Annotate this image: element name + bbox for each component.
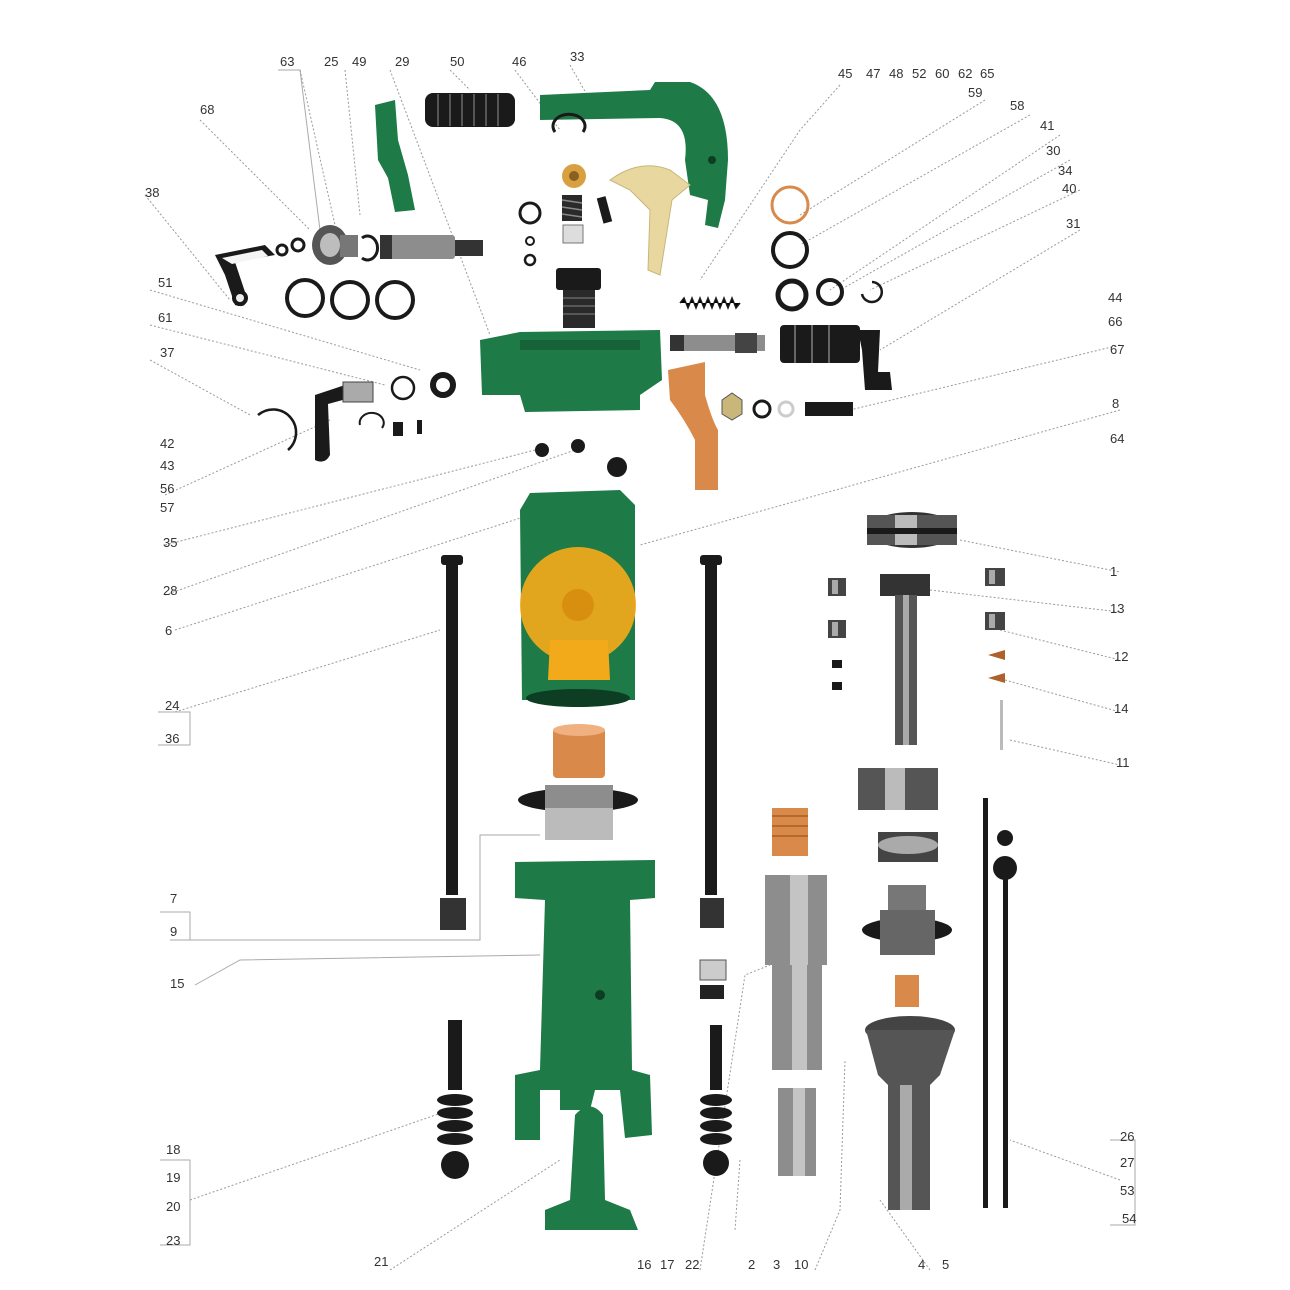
right-upper-parts bbox=[668, 185, 892, 490]
front-body bbox=[515, 860, 655, 1230]
left-mid-parts bbox=[257, 372, 627, 477]
front-center-parts bbox=[518, 724, 638, 840]
main-head-body bbox=[480, 330, 662, 412]
leader-lines bbox=[144, 64, 1136, 1271]
cylinder bbox=[520, 490, 636, 707]
chuck-parts bbox=[765, 808, 827, 1176]
left-upper-parts bbox=[215, 93, 515, 320]
tie-bolts bbox=[440, 555, 724, 930]
rotation-parts bbox=[828, 512, 1005, 1210]
far-right-parts bbox=[983, 798, 1017, 1208]
top-center-parts bbox=[518, 82, 741, 328]
springs-and-hammers bbox=[437, 959, 732, 1179]
